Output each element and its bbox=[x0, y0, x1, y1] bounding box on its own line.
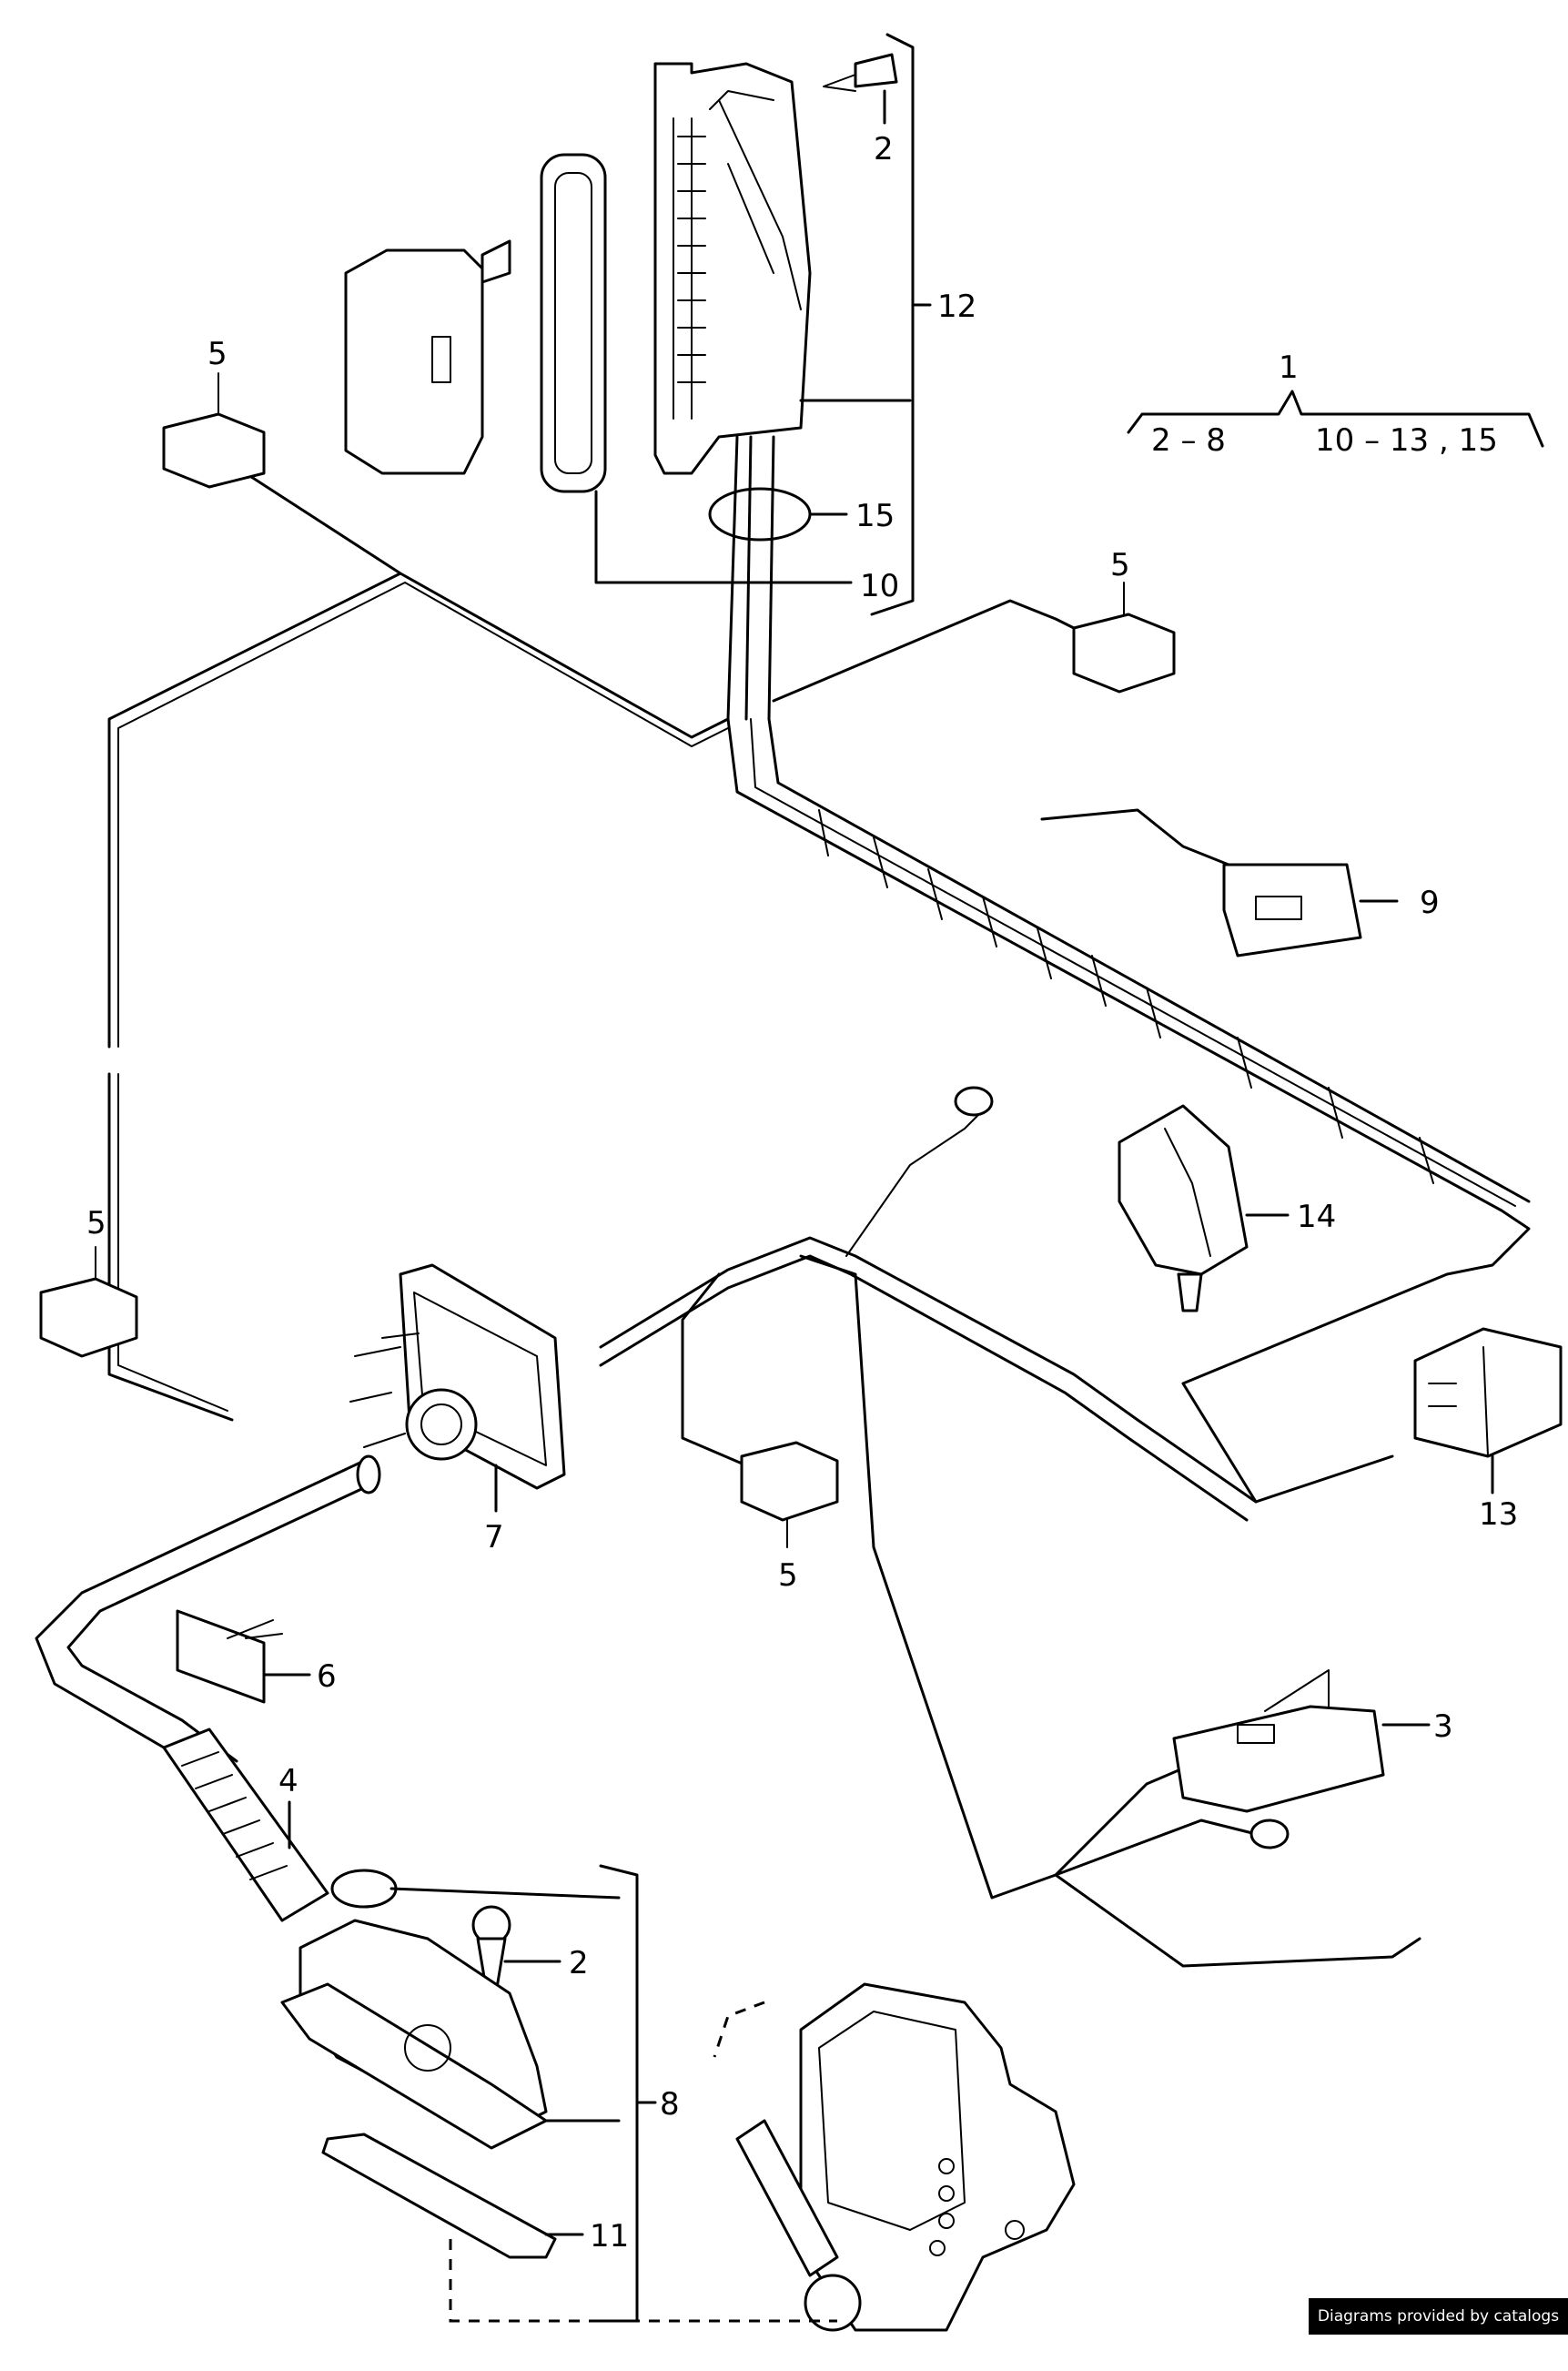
harness-left-branch bbox=[107, 471, 730, 1422]
connector-5-upper-right bbox=[1072, 582, 1176, 694]
clamp-lower bbox=[330, 1869, 621, 1909]
callout-1-range-left: 2 – 8 bbox=[1151, 422, 1226, 459]
harness-right-branch bbox=[772, 599, 1094, 703]
connector-5-upper-left bbox=[162, 372, 266, 489]
gasket-10 bbox=[540, 153, 853, 584]
connector-9 bbox=[1040, 808, 1399, 958]
callout-2-top: 2 bbox=[874, 131, 894, 167]
callout-4: 4 bbox=[278, 1763, 298, 1799]
holder-14 bbox=[1118, 1104, 1290, 1312]
grommet-7 bbox=[349, 1263, 566, 1513]
cap-6 bbox=[176, 1609, 311, 1704]
relay-box bbox=[344, 239, 511, 475]
callout-13: 13 bbox=[1479, 1496, 1518, 1533]
callout-1-range-right: 10 – 13 , 15 bbox=[1315, 422, 1498, 459]
callout-5-upper-left: 5 bbox=[207, 336, 228, 372]
callout-5-upper-right: 5 bbox=[1110, 547, 1130, 583]
callout-5-lower-left: 5 bbox=[86, 1205, 106, 1241]
connector-5-lower-left bbox=[39, 1246, 138, 1358]
callout-2-bottom: 2 bbox=[569, 1945, 589, 1981]
switch-housing bbox=[280, 1919, 621, 2150]
callout-7: 7 bbox=[484, 1519, 504, 1555]
callout-15: 15 bbox=[855, 498, 895, 534]
callout-14: 14 bbox=[1297, 1199, 1336, 1235]
callout-6: 6 bbox=[317, 1658, 337, 1695]
control-unit-connector bbox=[653, 62, 912, 475]
group-bracket-1 bbox=[1127, 390, 1544, 448]
callout-8: 8 bbox=[660, 2086, 680, 2123]
callout-1: 1 bbox=[1279, 350, 1299, 386]
callout-3: 3 bbox=[1433, 1708, 1453, 1745]
callout-9: 9 bbox=[1420, 885, 1440, 921]
actuator-motor bbox=[735, 1982, 1076, 2332]
callout-10: 10 bbox=[860, 568, 899, 604]
callout-12: 12 bbox=[937, 289, 976, 325]
clip-ring-15 bbox=[708, 487, 848, 542]
bracket-12 bbox=[870, 33, 932, 616]
callout-11: 11 bbox=[590, 2218, 629, 2254]
connector-3 bbox=[1172, 1669, 1431, 1813]
harness-main-run bbox=[726, 717, 1531, 1504]
dashed-link bbox=[449, 2001, 837, 2323]
boot-4 bbox=[162, 1728, 329, 1922]
connector-5-lower-middle bbox=[740, 1441, 839, 1548]
callout-5-lower-middle: 5 bbox=[778, 1557, 798, 1594]
connector-13 bbox=[1413, 1327, 1563, 1495]
credit-label: Diagrams provided by catalogs parts bbox=[1309, 2298, 1568, 2362]
harness-trunk bbox=[726, 435, 775, 721]
gasket-11 bbox=[321, 2133, 584, 2259]
screw-top bbox=[823, 53, 898, 125]
connector-pin-grid bbox=[677, 136, 706, 383]
